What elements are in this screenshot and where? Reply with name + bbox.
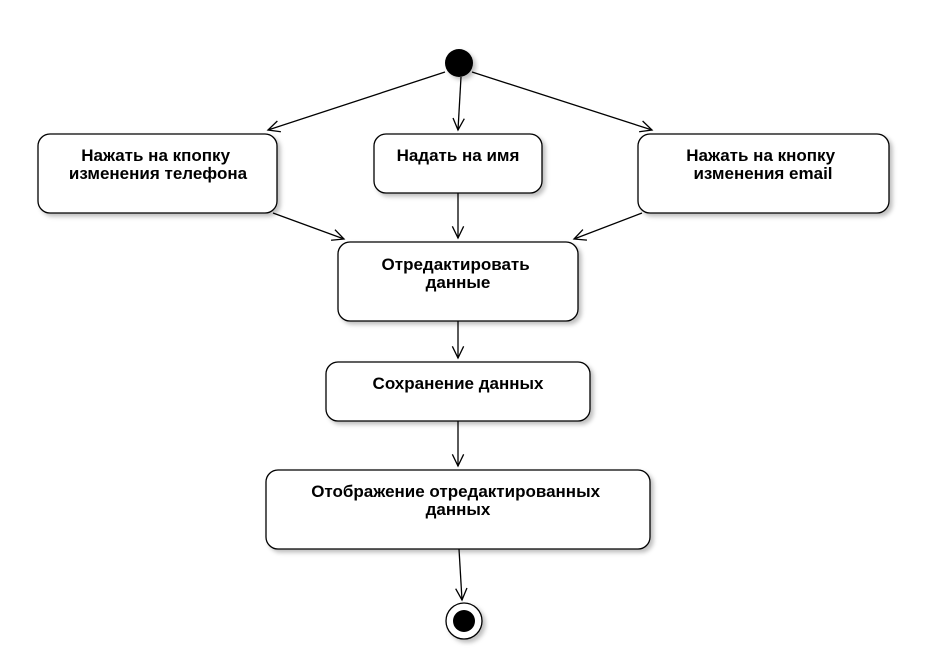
action-email-label: Нажать на кнопку изменения email [686, 146, 840, 183]
action-phone: Нажать на кпопку изменения телефона [37, 133, 278, 214]
final-node-dot [453, 610, 475, 632]
action-display-box [265, 469, 651, 550]
arrowhead-icon [572, 229, 588, 241]
flow-line [573, 212, 643, 240]
action-display-line-1: Отображение отредактированных [311, 482, 600, 501]
flow-initial-to-email [471, 71, 654, 133]
action-display: Отображение отредактированных данных [265, 469, 651, 550]
action-save-line-1: Сохранение данных [373, 374, 544, 393]
action-name: Надать на имя [373, 133, 543, 194]
action-name-box [373, 133, 543, 194]
action-email-line-1: Нажать на кнопку [686, 146, 835, 165]
arrowhead-icon [266, 120, 281, 133]
action-save: Сохранение данных [325, 361, 591, 422]
action-phone-line-2: изменения телефона [69, 164, 248, 183]
flow-line [272, 212, 345, 240]
action-email-box [637, 133, 890, 214]
flow-line [458, 548, 463, 601]
action-edit-line-2: данные [426, 273, 491, 292]
action-phone-line-1: Нажать на кпопку [81, 146, 230, 165]
action-name-line-1: Надать на имя [397, 146, 520, 165]
final-node [445, 602, 483, 640]
arrowhead-icon [451, 346, 465, 360]
action-save-box [325, 361, 591, 422]
action-email-line-2: изменения email [693, 164, 832, 183]
arrowhead-icon [452, 117, 465, 132]
initial-node [445, 49, 473, 77]
flow-line [471, 71, 653, 131]
arrowhead-icon [639, 120, 654, 133]
arrowhead-icon [330, 229, 346, 241]
flow-save-to-display [451, 421, 465, 468]
flow-phone-to-edit [272, 212, 346, 241]
flow-email-to-edit [572, 212, 643, 241]
flow-line [267, 71, 446, 131]
flow-name-to-edit [451, 193, 465, 240]
action-edit-box [337, 241, 579, 322]
flow-edit-to-save [451, 321, 465, 360]
action-save-label: Сохранение данных [373, 374, 544, 393]
arrowhead-icon [451, 226, 465, 240]
action-display-label: Отображение отредактированных данных [311, 482, 605, 519]
action-edit-label: Отредактировать данные [382, 255, 535, 292]
action-phone-label: Нажать на кпопку изменения телефона [69, 146, 248, 183]
action-display-line-2: данных [426, 500, 491, 519]
action-email: Нажать на кнопку изменения email [637, 133, 890, 214]
flow-initial-to-name [452, 76, 465, 132]
control-flows [266, 71, 654, 602]
flow-initial-to-phone [266, 71, 446, 133]
action-name-label: Надать на имя [397, 146, 520, 165]
action-phone-box [37, 133, 278, 214]
arrowhead-icon [451, 454, 465, 468]
arrowhead-icon [455, 587, 468, 602]
flow-line [457, 76, 462, 131]
action-edit: Отредактировать данные [337, 241, 579, 322]
action-edit-line-1: Отредактировать [382, 255, 530, 274]
flow-display-to-final [455, 548, 468, 602]
